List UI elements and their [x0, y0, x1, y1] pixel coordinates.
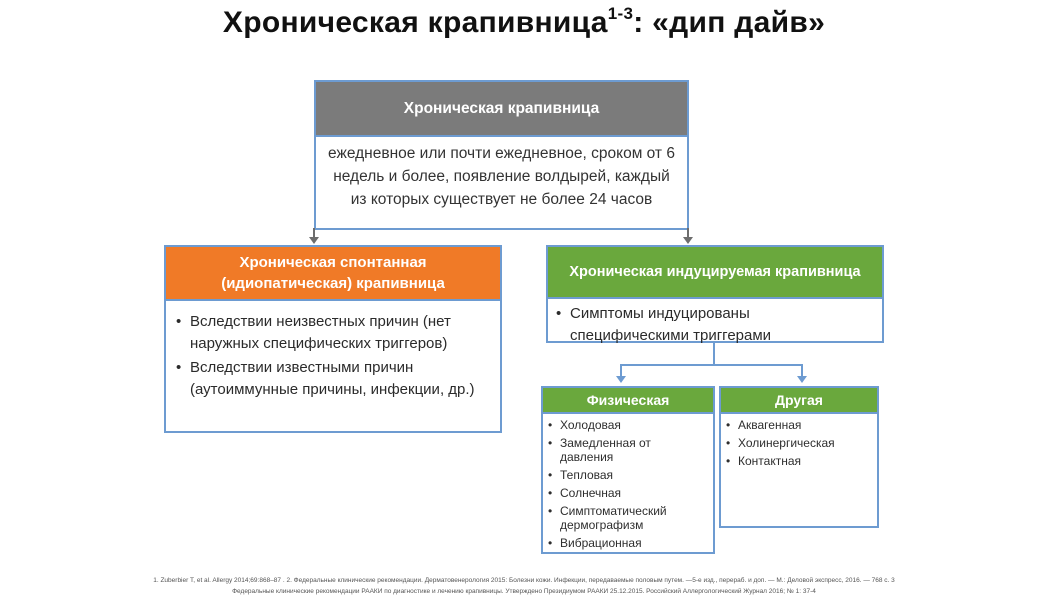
spontaneous-card-header: Хроническая спонтанная (идиопатическая) …	[166, 247, 500, 299]
other-item: Аквагенная	[726, 418, 871, 432]
physical-card: Физическая Холодовая Замедленная от давл…	[541, 386, 715, 554]
spontaneous-card-body: Вследствии неизвестных причин (нет наруж…	[166, 299, 500, 431]
title-text: Хроническая крапивница	[222, 6, 608, 39]
arrow-to-spontaneous	[309, 237, 319, 244]
connector-to-other	[801, 364, 803, 377]
spontaneous-bullet: Вследствии неизвестных причин (нет наруж…	[176, 311, 486, 355]
other-card: Другая Аквагенная Холинергическая Контак…	[719, 386, 879, 528]
physical-card-body: Холодовая Замедленная от давления Теплов…	[543, 414, 713, 550]
spontaneous-card: Хроническая спонтанная (идиопатическая) …	[164, 245, 502, 433]
connector-induced-branch	[620, 364, 803, 366]
connector-induced-stem	[713, 343, 715, 365]
slide-title: Хроническая крапивница1-3: «дип дайв»	[0, 4, 1048, 40]
arrow-to-physical	[616, 376, 626, 383]
physical-item: Симптоматический дермографизм	[548, 504, 707, 532]
physical-item: Замедленная от давления	[548, 436, 707, 464]
arrow-to-other	[797, 376, 807, 383]
connector-main-to-induced	[687, 228, 689, 238]
references-line-1: 1. Zuberbier T, et al. Allergy 2014;69:8…	[153, 577, 895, 584]
spontaneous-bullet: Вследствии известными причин (аутоиммунн…	[176, 357, 486, 401]
references-line-2: Федеральные клинические рекомендации РАА…	[232, 588, 816, 595]
other-card-body: Аквагенная Холинергическая Контактная	[721, 414, 877, 468]
other-card-header: Другая	[721, 388, 877, 414]
physical-item: Тепловая	[548, 468, 707, 482]
induced-card-header: Хроническая индуцируемая крапивница	[548, 247, 882, 297]
main-card-header: Хроническая крапивница	[316, 82, 687, 135]
title-superscript: 1-3	[607, 4, 634, 23]
title-suffix: : «дип дайв»	[633, 6, 826, 39]
physical-item: Холодовая	[548, 418, 707, 432]
induced-bullet: Симптомы индуцированы специфическими три…	[556, 303, 872, 347]
physical-card-header: Физическая	[543, 388, 713, 414]
main-card: Хроническая крапивница ежедневное или по…	[314, 80, 689, 230]
physical-item: Вибрационная	[548, 536, 707, 550]
arrow-to-induced	[683, 237, 693, 244]
spontaneous-header-line2: (идиопатическая) крапивница	[221, 275, 445, 292]
other-item: Контактная	[726, 454, 871, 468]
main-card-description: ежедневное или почти ежедневное, сроком …	[316, 135, 687, 228]
induced-card: Хроническая индуцируемая крапивница Симп…	[546, 245, 884, 344]
spontaneous-header-line1: Хроническая спонтанная	[239, 254, 427, 271]
connector-main-to-spontaneous	[313, 228, 315, 238]
induced-card-body: Симптомы индуцированы специфическими три…	[548, 297, 882, 344]
physical-item: Солнечная	[548, 486, 707, 500]
other-item: Холинергическая	[726, 436, 871, 450]
connector-to-physical	[620, 364, 622, 377]
